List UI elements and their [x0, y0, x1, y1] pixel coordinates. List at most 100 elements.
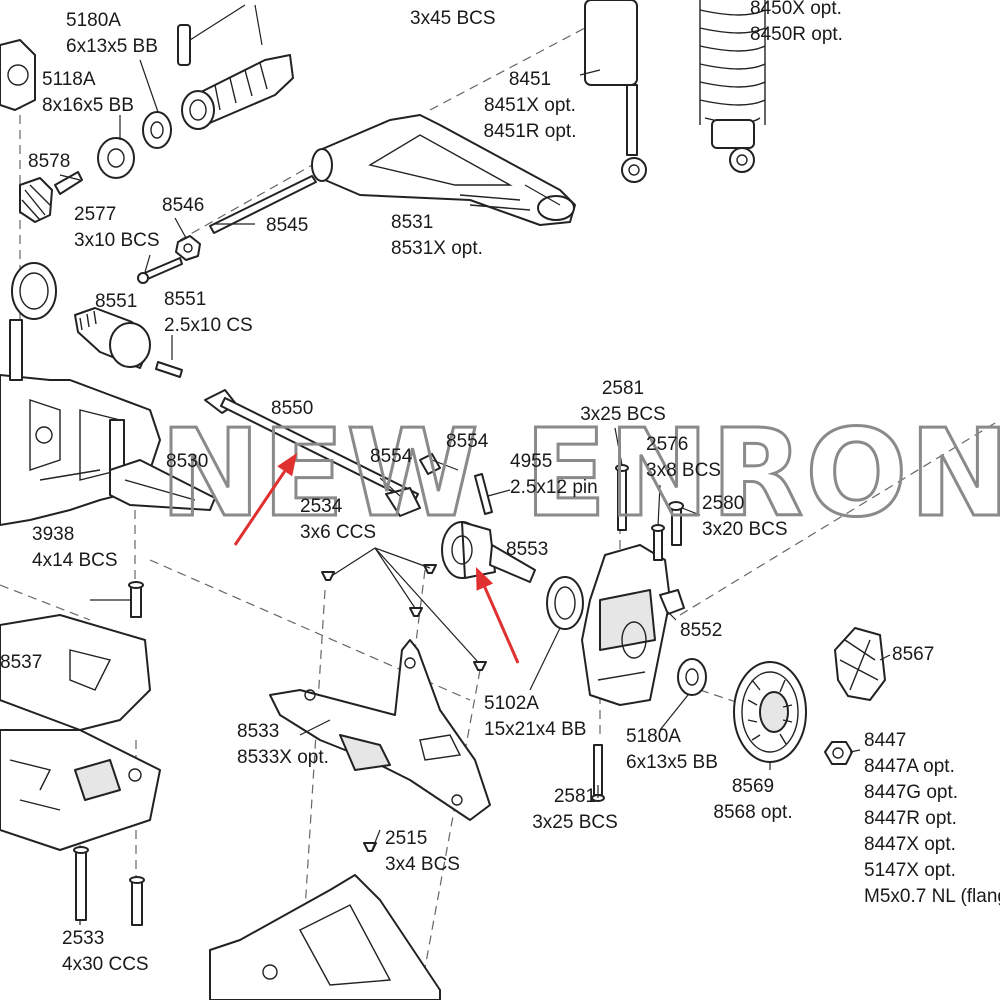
label-line: 5180A	[626, 726, 681, 747]
chassis-8537	[0, 614, 161, 851]
label-line: 8553	[506, 539, 548, 560]
screw-2576	[651, 524, 665, 561]
label-line: 4955	[510, 451, 552, 472]
nut-8546	[175, 235, 201, 261]
link-8530	[109, 459, 216, 511]
screw-3938	[128, 581, 144, 618]
hub-carrier-8552	[581, 544, 685, 706]
label-line: 3x20 BCS	[702, 519, 788, 540]
highlight-arrows	[233, 453, 520, 664]
label-line: 3938	[32, 524, 74, 545]
label-line: 8451X opt.	[484, 95, 576, 116]
label-line: 8567	[892, 644, 934, 665]
label-line: 5118A	[42, 69, 96, 90]
part-label-l-3x45: 3x45 BCS	[410, 8, 496, 29]
label-line: 2581	[554, 786, 596, 807]
screw-2577	[137, 257, 183, 284]
label-line: 8x16x5 BB	[42, 95, 134, 116]
label-line: 5180A	[66, 10, 121, 31]
part-label-l-8554b: 8554	[370, 446, 413, 467]
arrow-8553-shaft	[483, 586, 520, 664]
part-label-l-2533: 2533 4x30 CCS	[62, 928, 149, 975]
screw-2580	[668, 501, 684, 546]
arrow-8550-head	[277, 453, 297, 477]
label-line: 8546	[162, 195, 204, 216]
part-label-l-5180a-mid: 5180A 6x13x5 BB	[626, 726, 718, 773]
part-label-l-8530: 8530	[166, 451, 208, 472]
part-label-l-8578: 8578	[28, 151, 70, 172]
label-line: 8531X opt.	[391, 238, 483, 259]
clip-8554	[419, 453, 441, 475]
brake-rotor-8569	[733, 661, 807, 763]
label-line: 2534	[300, 496, 343, 517]
stub-axle-cup-8551	[74, 307, 151, 369]
label-line: 8554	[446, 431, 489, 452]
label-line: 8450R opt.	[750, 24, 843, 45]
label-line: 4x14 BCS	[32, 550, 118, 571]
label-line: 8447	[864, 730, 906, 751]
label-line: 8447X opt.	[864, 834, 956, 855]
label-line: 8545	[266, 215, 308, 236]
label-line: 2533	[62, 928, 104, 949]
label-line: 5147X opt.	[864, 860, 956, 881]
label-line: 8533	[237, 721, 279, 742]
screws-2534	[321, 564, 487, 671]
label-line: 2580	[702, 493, 744, 514]
label-line: 5102A	[484, 693, 539, 714]
part-label-l-8551a: 8551	[95, 291, 137, 312]
screws-2533	[73, 846, 145, 926]
leader-lines	[59, 4, 891, 925]
part-label-l-8450: 8450X opt. 8450R opt.	[750, 0, 843, 45]
label-line: M5x0.7 NL (flanged	[864, 886, 1000, 907]
bearing-5102a	[546, 576, 584, 630]
driveshaft-8550	[204, 389, 421, 517]
label-line: 8552	[680, 620, 722, 641]
part-label-l-8567: 8567	[892, 644, 934, 665]
label-line: 3x45 BCS	[410, 8, 496, 29]
bearing-8551-left	[11, 262, 57, 320]
part-label-l-8553: 8553	[506, 539, 548, 560]
label-line: 8578	[28, 151, 70, 172]
label-line: 2515	[385, 828, 427, 849]
shock-absorber-8451	[584, 0, 647, 183]
part-label-l-2580: 2580 3x20 BCS	[702, 493, 788, 540]
skid-plate-8533	[269, 639, 491, 821]
label-line: 6x13x5 BB	[626, 752, 718, 773]
screw-8551-cs	[155, 361, 183, 378]
label-line: 15x21x4 BB	[484, 719, 586, 740]
part-label-l-5118a: 5118A 8x16x5 BB	[42, 69, 134, 116]
pinion-gear-8578	[19, 171, 83, 223]
upper-suspension-arm-8531	[311, 114, 576, 226]
arrow-8550-shaft	[233, 470, 286, 546]
label-line: 8554	[370, 446, 413, 467]
part-label-l-8550: 8550	[271, 398, 313, 419]
label-line: 3x10 BCS	[74, 230, 160, 251]
output-shaft-assembly	[97, 24, 294, 179]
label-line: 2.5x10 CS	[164, 315, 253, 336]
label-line: 8450X opt.	[750, 0, 842, 19]
label-line: 4x30 CCS	[62, 954, 149, 975]
label-line: 2577	[74, 204, 116, 225]
label-line: 8447R opt.	[864, 808, 957, 829]
label-line: 8537	[0, 652, 42, 673]
label-line: 8447A opt.	[864, 756, 955, 777]
hex-hub-8567	[834, 627, 886, 701]
lock-nut-8447	[824, 741, 853, 765]
left-gearbox-top	[0, 39, 36, 111]
axle-8553	[441, 521, 536, 583]
hinge-pin-8545	[209, 175, 317, 234]
part-label-l-5102a: 5102A 15x21x4 BB	[484, 693, 586, 740]
label-line: 3x25 BCS	[580, 404, 666, 425]
label-line: 8451R opt.	[484, 121, 577, 142]
